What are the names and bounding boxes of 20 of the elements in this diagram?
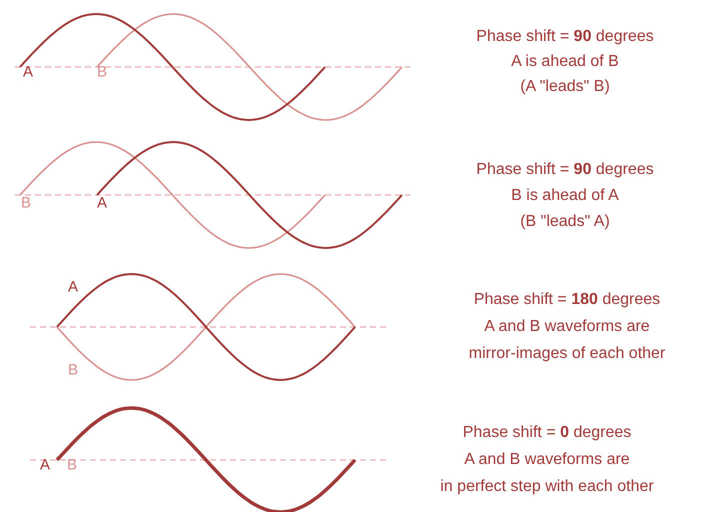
description-text: Phase shift = 180 degrees [474, 292, 660, 308]
waveform-label: A [40, 458, 50, 472]
description-text: B is ahead of A [511, 188, 619, 204]
description-text: A and B waveforms are [484, 319, 650, 335]
waveform-label: A [97, 196, 107, 210]
waveform-label: B [21, 196, 31, 210]
waveform-label: A [23, 64, 33, 80]
description-text: A and B waveforms are [464, 452, 630, 468]
waveform-label: B [67, 458, 77, 472]
description-text: in perfect step with each other [440, 479, 654, 495]
description-text: mirror-images of each other [468, 346, 666, 362]
description-text: Phase shift = 0 degrees [462, 425, 632, 441]
waveform-label: A [68, 280, 78, 294]
description-text: Phase shift = 90 degrees [476, 162, 654, 178]
description-text: (B "leads" A) [520, 214, 610, 230]
description-text: (A "leads" B) [520, 79, 610, 95]
waveform-label: B [68, 362, 78, 378]
waveform-label: B [97, 64, 107, 80]
description-text: Phase shift = 90 degrees [476, 29, 654, 45]
description-text: A is ahead of B [511, 54, 619, 70]
